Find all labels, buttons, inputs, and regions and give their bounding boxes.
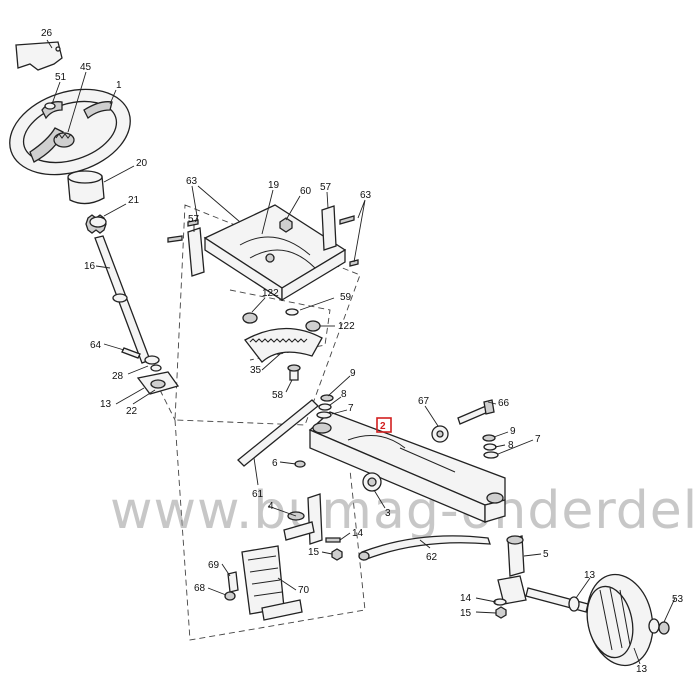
part-spacer-3 (362, 472, 382, 492)
label-68: 68 (194, 583, 206, 594)
label-35: 35 (250, 365, 262, 376)
label-5: 5 (543, 549, 549, 560)
label-60: 60 (300, 186, 312, 197)
label-61: 61 (252, 489, 264, 500)
label-63-right: 63 (360, 190, 372, 201)
label-45: 45 (80, 62, 92, 73)
part-pin-64 (121, 347, 141, 359)
part-bushing-28 (144, 355, 162, 372)
part-washer-59 (285, 308, 299, 316)
label-69: 69 (208, 560, 220, 571)
label-1: 1 (116, 80, 122, 91)
label-3: 3 (385, 508, 391, 519)
label-51: 51 (55, 72, 67, 83)
part-decal (15, 41, 63, 71)
part-washers-right (482, 434, 499, 459)
leader-lines (46, 39, 676, 665)
part-nut-15-right (495, 606, 507, 619)
label-4: 4 (268, 501, 274, 512)
label-6: 6 (272, 458, 278, 469)
part-spindle-left (283, 493, 323, 545)
part-bolt-58 (287, 364, 301, 381)
label-16: 16 (84, 261, 96, 272)
part-drag-link (237, 399, 319, 467)
label-7-left: 7 (348, 403, 354, 414)
label-8-right: 8 (508, 440, 514, 451)
part-front-axle (308, 411, 506, 523)
part-bolt-14-left (325, 537, 341, 543)
label-13-wheel-top: 13 (584, 570, 596, 581)
label-13-column: 13 (100, 399, 112, 410)
label-9-left: 9 (350, 368, 356, 379)
label-63-left: 63 (186, 176, 198, 187)
watermark-text: www.bumag-onderdelen.nl (110, 481, 700, 541)
label-122-left: 122 (262, 288, 279, 299)
part-steering-bracket (203, 204, 347, 302)
part-washer-51 (44, 102, 56, 110)
part-bushing-122-right (305, 320, 321, 332)
part-steering-shaft (94, 235, 151, 364)
part-steering-wheel (9, 88, 131, 176)
label-67: 67 (418, 396, 430, 407)
label-2: 2 (380, 421, 386, 432)
part-pivot-bolt-66 (457, 399, 495, 425)
part-gear-21 (85, 214, 107, 234)
label-20: 20 (136, 158, 148, 169)
label-7-right: 7 (535, 434, 541, 445)
label-14-right: 14 (460, 593, 472, 604)
label-21: 21 (128, 195, 140, 206)
label-57-left: 57 (188, 214, 200, 225)
part-bushing-6 (294, 460, 306, 468)
part-spacer-67 (431, 425, 449, 443)
label-13-wheel-bottom: 13 (636, 664, 648, 675)
part-pin-69 (227, 571, 239, 593)
label-58: 58 (272, 390, 284, 401)
label-64: 64 (90, 340, 102, 351)
part-spindle-right (497, 535, 527, 605)
label-8-left: 8 (341, 389, 347, 400)
part-bearing-plate (136, 371, 180, 395)
label-62: 62 (426, 552, 438, 563)
part-labels: 26 51 45 1 20 21 16 64 28 13 22 63 57 19… (41, 28, 684, 675)
part-bushing-122-left (242, 312, 258, 324)
label-19: 19 (268, 180, 280, 191)
part-bracket-57-right (321, 205, 337, 251)
label-57-right: 57 (320, 182, 332, 193)
label-26: 26 (41, 28, 53, 39)
part-washers-left (316, 394, 334, 419)
part-bolts-63 (167, 215, 359, 267)
label-66: 66 (498, 398, 510, 409)
label-22: 22 (126, 406, 138, 417)
label-28: 28 (112, 371, 124, 382)
label-15-left: 15 (308, 547, 320, 558)
part-nut-15-left (331, 548, 343, 561)
label-14-left: 14 (352, 528, 364, 539)
label-9-right: 9 (510, 426, 516, 437)
part-nut-60 (279, 217, 293, 233)
label-53: 53 (672, 594, 684, 605)
label-122-right: 122 (338, 321, 355, 332)
highlight-box-part-2 (376, 417, 392, 433)
part-clip-68 (224, 591, 236, 601)
part-column-cover (67, 170, 105, 205)
part-bracket-57-left (187, 227, 205, 277)
label-70: 70 (298, 585, 310, 596)
part-sector-gear (244, 327, 323, 363)
label-59: 59 (340, 292, 352, 303)
part-tie-rod (358, 535, 491, 561)
part-pedal (241, 545, 303, 621)
part-front-wheel (525, 573, 670, 667)
label-15-right: 15 (460, 608, 472, 619)
